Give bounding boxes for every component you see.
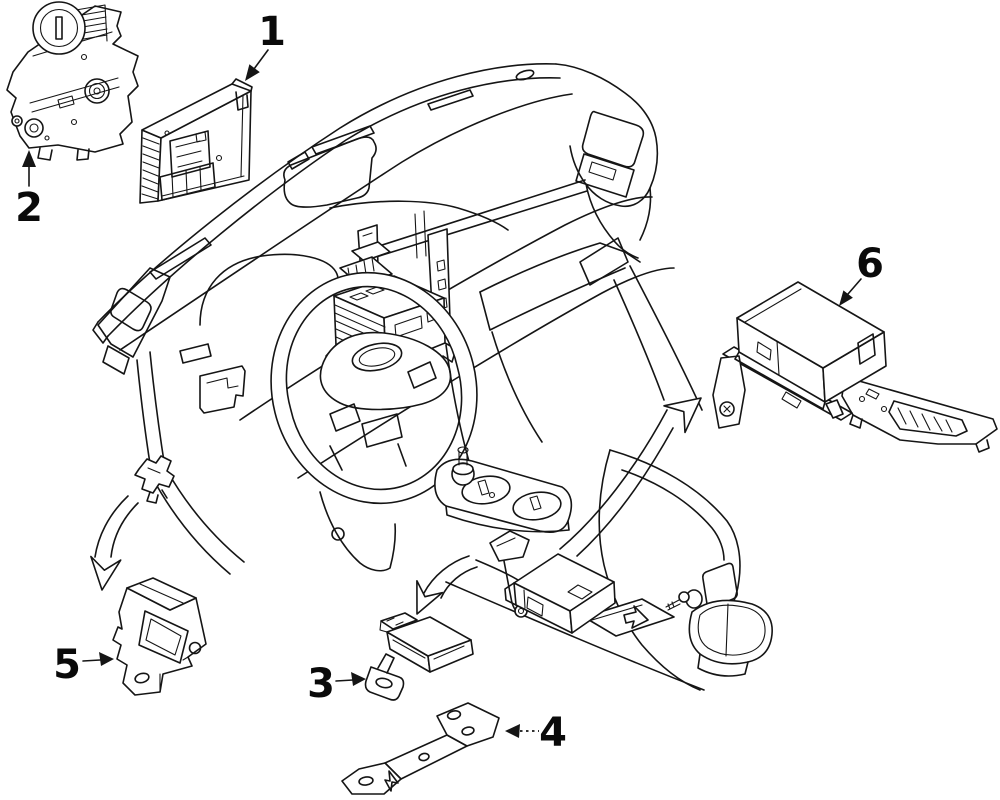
part-6-bracket-arm [712,355,746,429]
callout-5-label: 5 [53,642,81,688]
install-arrow-right [559,397,702,557]
part-4-bracket [341,702,500,795]
callout-1-arrow [245,49,269,81]
callout-2-label: 2 [15,185,43,231]
callout-4-arrow [505,724,539,738]
callout-5-arrow [82,652,114,666]
part-2-module [6,1,139,161]
callout-2-arrow [22,150,36,187]
callout-4-label: 4 [539,710,567,756]
steering-wheel-pad [319,331,452,411]
install-arrow-left [90,495,139,591]
brand-oval-logo [351,342,403,372]
callout-3-arrow [335,672,366,686]
cup-holder-tray [434,446,573,534]
part-5-module [112,577,207,696]
part-3-module [364,612,474,701]
rear-cup-holder [688,599,773,677]
callout-1-label: 1 [258,9,286,55]
install-arrow-center [416,555,478,615]
install-arrow-small [623,605,649,629]
center-console [434,331,773,691]
console-module [489,530,690,637]
callout-3-label: 3 [307,661,335,707]
cluster-hood-opening [283,136,377,208]
callout-6-arrow [839,278,862,306]
part-6-module [712,281,998,453]
steering-column-shroud [319,491,397,572]
part-1-module [139,78,253,204]
callout-6-label: 6 [856,241,884,287]
part-6-bracket-plate [841,376,998,453]
dash-clip [134,455,175,504]
mounting-bolt [665,591,690,611]
